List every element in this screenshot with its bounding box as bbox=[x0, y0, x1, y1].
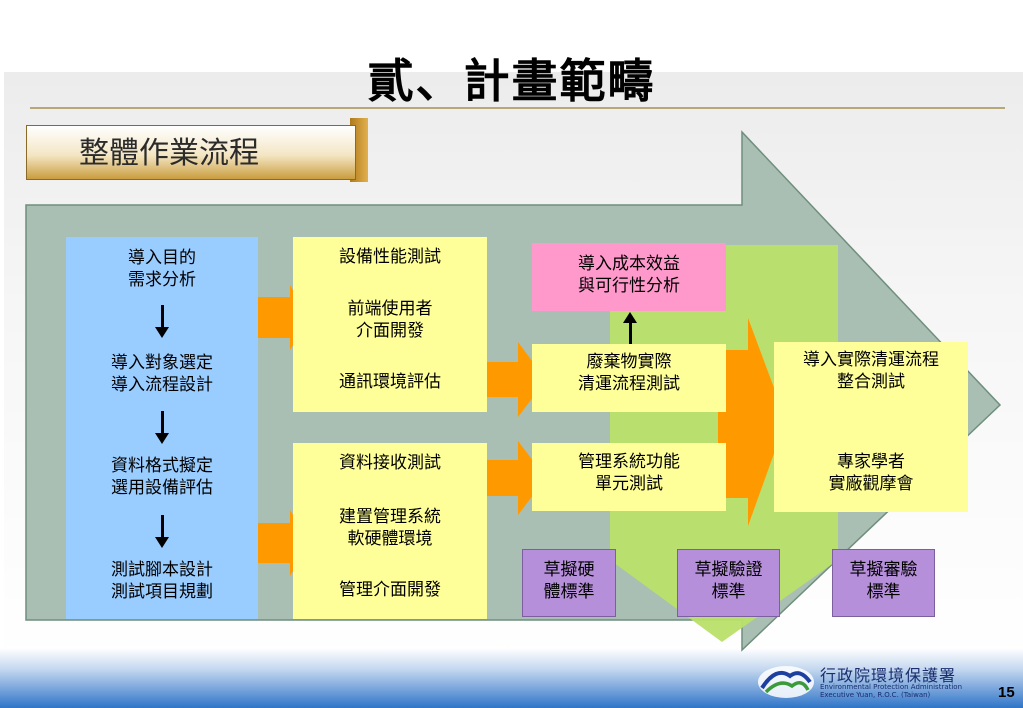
cost-benefit-line1: 導入成本效益 bbox=[578, 254, 680, 274]
arrow-col3-col4 bbox=[718, 318, 786, 526]
arrow-col2-col3-bottom bbox=[478, 441, 546, 515]
step-format-line2: 選用設備評估 bbox=[111, 478, 213, 498]
down-arrow-1 bbox=[155, 305, 169, 338]
step-script-line1: 測試腳本設計 bbox=[111, 560, 213, 580]
system-build-line2: 軟硬體環境 bbox=[347, 529, 433, 549]
waste-test-line2: 清運流程測試 bbox=[578, 374, 680, 394]
device-test-box: 設備性能測試 前端使用者 介面開發 通訊環境評估 bbox=[293, 237, 487, 412]
system-build-line1: 建置管理系統 bbox=[339, 507, 441, 527]
integration-line1: 導入實際清運流程 bbox=[803, 350, 939, 370]
cost-benefit-box: 導入成本效益 與可行性分析 bbox=[532, 243, 726, 311]
verification-standard-line2: 標準 bbox=[711, 582, 746, 602]
review-standard-line2: 標準 bbox=[866, 582, 901, 602]
section-label: 整體作業流程 bbox=[26, 125, 356, 180]
integration-test-box: 導入實際清運流程 整合測試 專家學者 實廠觀摩會 bbox=[774, 342, 968, 512]
step-script-line2: 測試項目規劃 bbox=[111, 582, 213, 602]
epa-logo-text: 行政院環境保護署 bbox=[820, 666, 957, 685]
device-performance-test: 設備性能測試 bbox=[339, 247, 441, 267]
down-arrow-3 bbox=[155, 515, 169, 548]
expert-line2: 實廠觀摩會 bbox=[828, 474, 914, 494]
step-format-line1: 資料格式擬定 bbox=[111, 456, 213, 476]
epa-logo-english: Environmental Protection Administration … bbox=[820, 683, 962, 699]
cost-benefit-line2: 與可行性分析 bbox=[578, 276, 680, 296]
epa-logo-english-line1: Environmental Protection Administration bbox=[820, 683, 963, 691]
system-unit-test-box: 管理系統功能 單元測試 bbox=[532, 443, 726, 511]
expert-line1: 專家學者 bbox=[837, 452, 905, 472]
epa-logo-icon bbox=[758, 666, 814, 698]
admin-ui-dev: 管理介面開發 bbox=[339, 580, 441, 600]
footer-band bbox=[0, 648, 1023, 708]
verification-standard-box: 草擬驗證 標準 bbox=[677, 549, 780, 617]
up-arrow bbox=[623, 312, 637, 346]
epa-logo-english-line2: Executive Yuan, R.O.C. (Taiwan) bbox=[820, 691, 931, 699]
frontend-ui-line1: 前端使用者 bbox=[347, 299, 433, 319]
title-divider bbox=[30, 107, 1005, 109]
hardware-standard-line1: 草擬硬 bbox=[543, 560, 595, 580]
review-standard-line1: 草擬審驗 bbox=[849, 560, 918, 580]
verification-standard-line1: 草擬驗證 bbox=[694, 560, 763, 580]
hardware-standard-line2: 體標準 bbox=[543, 582, 595, 602]
unit-test-line2: 單元測試 bbox=[595, 474, 663, 494]
down-arrow-2 bbox=[155, 411, 169, 444]
slide-title: 貳、計畫範疇 bbox=[367, 54, 656, 108]
data-receive-test: 資料接收測試 bbox=[339, 453, 441, 473]
integration-line2: 整合測試 bbox=[837, 372, 905, 392]
arrow-col2-col3-top bbox=[478, 342, 546, 417]
network-evaluation: 通訊環境評估 bbox=[339, 372, 441, 392]
page-number: 15 bbox=[998, 684, 1015, 701]
step-target-line2: 導入流程設計 bbox=[111, 375, 213, 395]
frontend-ui-line2: 介面開發 bbox=[356, 321, 424, 341]
unit-test-line1: 管理系統功能 bbox=[578, 452, 680, 472]
waste-process-test-box: 廢棄物實際 清運流程測試 bbox=[532, 344, 726, 412]
step-target-line1: 導入對象選定 bbox=[111, 353, 213, 373]
hardware-standard-box: 草擬硬 體標準 bbox=[522, 549, 616, 617]
system-build-box: 資料接收測試 建置管理系統 軟硬體環境 管理介面開發 bbox=[293, 443, 487, 619]
planning-column: 導入目的 需求分析 導入對象選定 導入流程設計 資料格式擬定 選用設備評估 測試… bbox=[66, 237, 258, 619]
review-standard-box: 草擬審驗 標準 bbox=[832, 549, 935, 617]
step-purpose-line1: 導入目的 bbox=[128, 248, 196, 268]
waste-test-line1: 廢棄物實際 bbox=[586, 352, 672, 372]
step-purpose-line2: 需求分析 bbox=[128, 270, 196, 290]
